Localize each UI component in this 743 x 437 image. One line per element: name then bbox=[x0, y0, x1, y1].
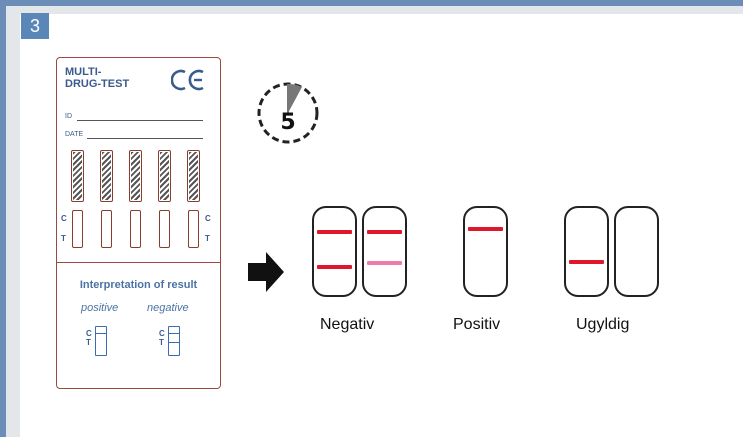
positive-cassette bbox=[463, 206, 508, 297]
c-label: C bbox=[61, 214, 67, 223]
result-window bbox=[130, 210, 141, 248]
sample-window bbox=[129, 150, 142, 202]
negative-cassette-1 bbox=[312, 206, 357, 297]
stopwatch-icon: 5 bbox=[252, 75, 326, 149]
arrow-right-icon bbox=[246, 250, 286, 294]
positive-label: Positiv bbox=[453, 316, 501, 333]
control-line bbox=[317, 230, 352, 234]
control-line bbox=[367, 230, 402, 234]
sample-window bbox=[187, 150, 200, 202]
result-window bbox=[101, 210, 112, 248]
positive-example-window bbox=[95, 326, 107, 356]
negative-label: negative bbox=[147, 302, 189, 314]
t-label: T bbox=[61, 234, 66, 243]
result-window bbox=[159, 210, 170, 248]
timer-minutes: 5 bbox=[280, 110, 295, 135]
interpretation-title: Interpretation of result bbox=[79, 279, 198, 291]
faint-test-line bbox=[367, 261, 402, 265]
date-label: DATE bbox=[65, 131, 84, 138]
positive-label: positive bbox=[81, 302, 119, 314]
invalid-cassette-2 bbox=[614, 206, 659, 297]
result-window bbox=[72, 210, 83, 248]
negative-label: Negativ bbox=[320, 316, 375, 333]
test-line bbox=[569, 260, 604, 264]
negative-example-window bbox=[168, 326, 180, 356]
control-line bbox=[468, 227, 503, 231]
drug-test-card: MULTI- DRUG-TEST ID DATE C T C T Interpr… bbox=[56, 57, 221, 389]
date-rule bbox=[87, 138, 203, 139]
ce-mark bbox=[170, 68, 211, 92]
invalid-cassette-1 bbox=[564, 206, 609, 297]
sample-window bbox=[100, 150, 113, 202]
id-label: ID bbox=[65, 113, 72, 120]
result-window bbox=[188, 210, 199, 248]
sample-window bbox=[158, 150, 171, 202]
test-line bbox=[317, 265, 352, 269]
invalid-label: Ugyldig bbox=[576, 316, 630, 333]
negative-cassette-2 bbox=[362, 206, 407, 297]
card-title: MULTI- DRUG-TEST bbox=[65, 66, 130, 90]
id-rule bbox=[77, 120, 203, 121]
c-label: C bbox=[205, 214, 211, 223]
card-divider bbox=[57, 262, 220, 263]
t-label: T bbox=[205, 234, 210, 243]
sample-window bbox=[71, 150, 84, 202]
step-badge: 3 bbox=[21, 13, 49, 39]
